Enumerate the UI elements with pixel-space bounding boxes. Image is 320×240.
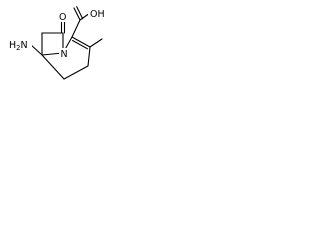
- bond-carboxyl-o-b: [76, 6, 84, 20]
- bond-c2-carboxyl-carbon: [71, 19, 81, 38]
- molecule-structure: O N H2N OH: [8, 6, 108, 80]
- bond-c5-c6: [41, 54, 65, 80]
- amine-label: H2N: [9, 40, 28, 52]
- amine-label-h: H: [9, 40, 16, 51]
- mask-carbonyl-oxygen: [57, 11, 69, 22]
- mask-carboxyl-oh: [88, 8, 108, 19]
- bond-c3-c4: [87, 46, 91, 67]
- bond-carboxyl-o-a: [73, 7, 81, 21]
- carbonyl-oxygen-label: O: [59, 12, 66, 23]
- mask-amine: [8, 39, 32, 50]
- mask-ring-nitrogen: [59, 48, 69, 59]
- carboxyl-hydroxyl-label: OH: [90, 9, 105, 20]
- bond-set: [29, 6, 103, 80]
- bond-c4-c5: [63, 65, 89, 80]
- atom-labels: O N H2N OH: [9, 9, 105, 60]
- bond-c3-methyl: [89, 38, 103, 48]
- amine-label-subscript: 2: [16, 44, 20, 52]
- amine-label-n: N: [20, 40, 27, 51]
- bond-c2-c3-b: [72, 39, 89, 50]
- structure-canvas: O N H2N OH: [0, 0, 109, 90]
- label-masks: [8, 8, 108, 59]
- ring-nitrogen-label: N: [61, 49, 68, 60]
- bond-c2-c3-a: [71, 36, 91, 48]
